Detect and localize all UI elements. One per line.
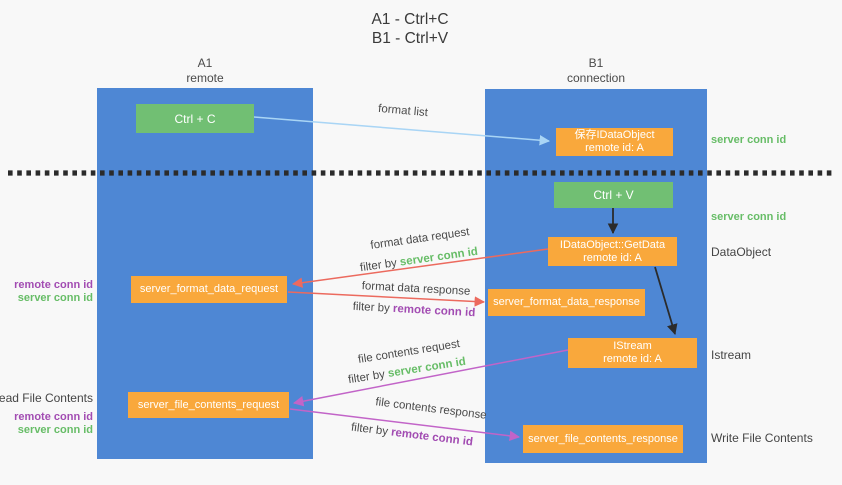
dataobject-annotation: DataObject [711, 245, 772, 259]
istream-annotation: Istream [711, 348, 752, 362]
remote-conn-id-annotation-file: remote conn id [14, 411, 93, 423]
participant-a1-name: A1 [197, 56, 213, 70]
getdata-to-istream-arrow [654, 266, 678, 336]
participant-a1-role: remote [186, 71, 224, 85]
server-format-data-request-box: server_format_data_request [131, 276, 287, 303]
ctrl-c-label: Ctrl + C [174, 111, 216, 126]
file-contents-response-arrow [289, 408, 521, 442]
write-file-contents-annotation: Write File Contents [711, 431, 813, 445]
participant-b1-name: B1 [588, 56, 604, 70]
server-conn-id-annotation-format: server conn id [17, 292, 93, 304]
istream-line1: IStream [613, 340, 652, 352]
server-format-data-request-label: server_format_data_request [139, 283, 279, 295]
getdata-box: IDataObject::GetData remote id: A [548, 237, 677, 266]
format-data-request-arrow [291, 248, 549, 288]
title-line-a1: A1 - Ctrl+C [371, 11, 449, 28]
ctrl-v-label: Ctrl + V [593, 188, 634, 202]
ctrl-c-box: Ctrl + C [136, 104, 254, 133]
read-file-contents-annotation: Read File Contents [0, 391, 93, 405]
participant-b1-role: connection [566, 71, 626, 85]
getdata-line1: IDataObject::GetData [559, 238, 666, 251]
server-file-contents-request-box: server_file_contents_request [128, 392, 289, 418]
filter-by-text: filter by [352, 300, 394, 315]
format-data-response-arrow [287, 291, 486, 307]
format-conn-ids-annotation: remote conn id server conn id [14, 279, 93, 305]
server-conn-id-annotation-file: server conn id [17, 424, 93, 436]
istream-box: IStream remote id: A [568, 338, 697, 368]
server-conn-id-annotation-mid: server conn id [711, 211, 787, 223]
title-line-b1: B1 - Ctrl+V [371, 30, 449, 47]
diagram-title: A1 - Ctrl+C B1 - Ctrl+V [300, 10, 520, 48]
server-file-contents-response-box: server_file_contents_response [523, 425, 683, 453]
save-idataobject-box: 保存IDataObject remote id: A [556, 128, 673, 156]
remote-conn-id-annotation-format: remote conn id [14, 279, 93, 291]
server-file-contents-request-label: server_file_contents_request [137, 398, 280, 411]
file-conn-ids-annotation: remote conn id server conn id [14, 411, 93, 437]
istream-line2: remote id: A [603, 353, 662, 365]
file-contents-request-arrow [292, 349, 569, 407]
server-format-data-response-box: server_format_data_response [488, 289, 645, 316]
participant-a1-header: A1 remote [150, 56, 260, 86]
save-idataobject-line1: 保存IDataObject [574, 129, 655, 141]
server-file-contents-response-label: server_file_contents_response [528, 432, 678, 445]
server-format-data-response-label: server_format_data_response [493, 296, 640, 308]
getdata-line2: remote id: A [583, 251, 642, 264]
format-list-arrow [253, 116, 551, 146]
server-conn-id-annotation-top: server conn id [711, 134, 787, 146]
ctrl-v-box: Ctrl + V [554, 182, 673, 208]
participant-b1-header: B1 connection [541, 56, 651, 86]
save-idataobject-line2: remote id: A [585, 142, 644, 154]
